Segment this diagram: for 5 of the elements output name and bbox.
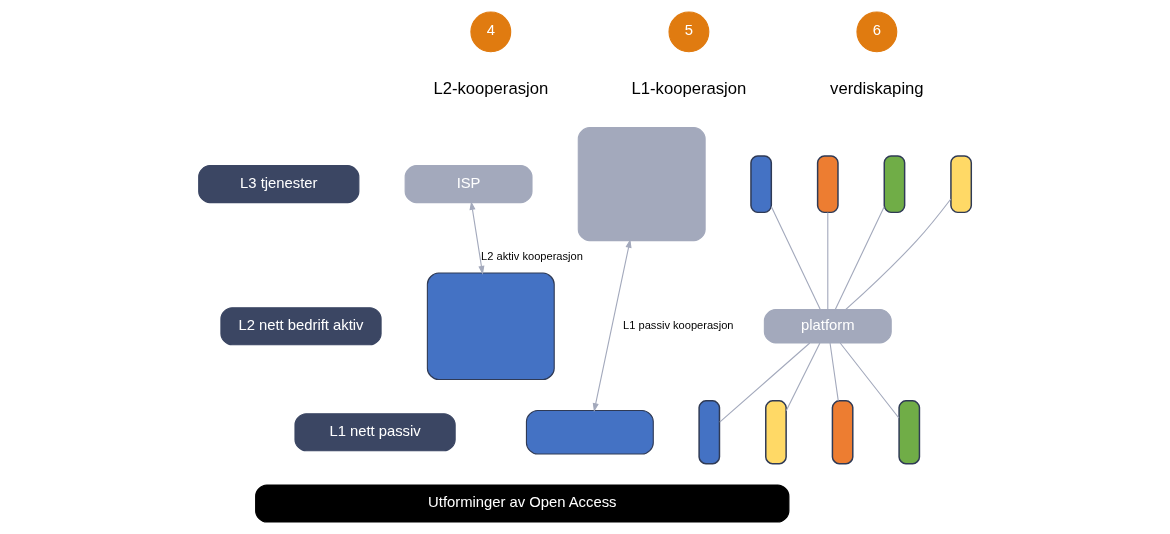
node-label: L2-kooperasjon: [433, 78, 549, 98]
node-label: L1-kooperasjon: [631, 78, 747, 98]
edge-label: L1 passiv kooperasjon: [623, 319, 734, 332]
node-label: verdiskaping: [830, 78, 924, 98]
edge-label: L2 aktiv kooperasjon: [481, 249, 583, 262]
